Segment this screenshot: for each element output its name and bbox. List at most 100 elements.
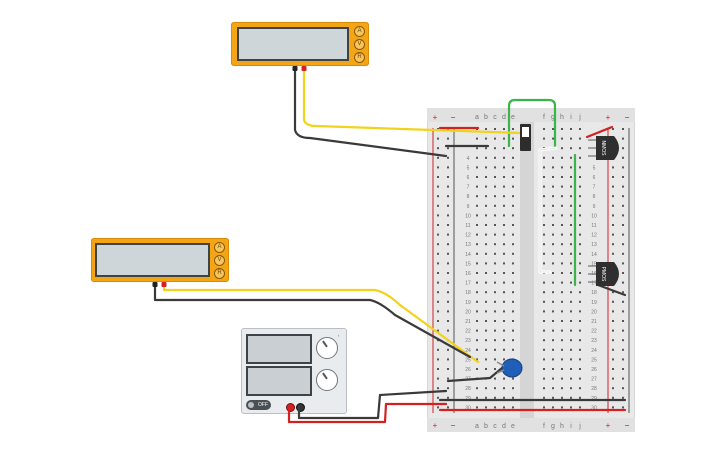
hole[interactable] [552,291,554,294]
hole[interactable] [512,233,514,236]
hole[interactable] [561,252,563,255]
hole[interactable] [485,387,487,390]
rail-hole[interactable] [447,368,449,370]
hole[interactable] [512,137,514,140]
power-off-button[interactable]: OFF [246,400,271,410]
meter-probe-jack[interactable] [292,66,298,71]
hole[interactable] [543,156,545,159]
rail-hole[interactable] [437,147,439,150]
hole[interactable] [476,262,478,265]
hole[interactable] [503,339,505,342]
rail-hole[interactable] [622,176,624,178]
hole[interactable] [543,329,545,332]
hole[interactable] [503,166,505,169]
hole[interactable] [503,291,505,294]
hole[interactable] [503,272,505,274]
hole[interactable] [494,128,496,130]
hole[interactable] [485,368,487,370]
rail-hole[interactable] [437,204,439,207]
hole[interactable] [579,387,581,390]
hole[interactable] [476,204,478,207]
hole[interactable] [503,128,505,130]
rail-hole[interactable] [622,262,624,265]
hole[interactable] [543,166,545,169]
power-supply-negative-jack[interactable] [296,403,305,412]
hole[interactable] [512,214,514,217]
rail-hole[interactable] [447,233,449,236]
hole[interactable] [543,262,545,265]
hole[interactable] [552,128,554,130]
hole[interactable] [503,348,505,351]
hole[interactable] [561,387,563,390]
rail-hole[interactable] [622,348,624,351]
hole[interactable] [512,166,514,169]
hole[interactable] [570,195,572,198]
hole[interactable] [552,396,554,399]
hole[interactable] [476,176,478,178]
hole[interactable] [570,156,572,159]
hole[interactable] [579,358,581,361]
rail-hole[interactable] [612,358,614,361]
rail-hole[interactable] [447,310,449,313]
rail-hole[interactable] [447,358,449,361]
rail-hole[interactable] [612,377,614,380]
hole[interactable] [512,281,514,284]
hole[interactable] [485,310,487,313]
hole[interactable] [570,128,572,130]
hole[interactable] [494,329,496,332]
hole[interactable] [503,358,505,361]
hole[interactable] [494,406,496,409]
hole[interactable] [503,243,505,246]
hole[interactable] [570,300,572,303]
hole[interactable] [552,368,554,370]
rail-hole[interactable] [437,176,439,178]
rail-hole[interactable] [447,320,449,322]
rail-hole[interactable] [622,166,624,169]
hole[interactable] [543,377,545,380]
hole[interactable] [543,185,545,188]
hole[interactable] [494,243,496,246]
hole[interactable] [570,368,572,370]
rail-hole[interactable] [437,358,439,361]
hole[interactable] [512,348,514,351]
hole[interactable] [570,185,572,188]
hole[interactable] [552,320,554,322]
rail-hole[interactable] [622,233,624,236]
hole[interactable] [503,147,505,150]
rail-hole[interactable] [612,320,614,322]
black-jumper-pmos[interactable] [596,283,627,297]
hole[interactable] [476,281,478,284]
top-meter-black-lead[interactable] [293,66,448,158]
rail-hole[interactable] [437,137,439,140]
hole[interactable] [476,185,478,188]
rail-hole[interactable] [437,348,439,351]
hole[interactable] [494,185,496,188]
hole[interactable] [543,320,545,322]
psu-black-lead[interactable] [297,389,448,420]
hole[interactable] [512,243,514,246]
rail-hole[interactable] [622,310,624,313]
hole[interactable] [570,166,572,169]
power-supply[interactable]: ▪ OFF [241,328,347,414]
hole[interactable] [494,320,496,322]
hole[interactable] [552,156,554,159]
slide-switch[interactable] [520,124,531,151]
hole[interactable] [561,320,563,322]
hole[interactable] [552,176,554,178]
hole[interactable] [543,243,545,246]
hole[interactable] [561,396,563,399]
hole[interactable] [485,224,487,226]
rail-hole[interactable] [437,185,439,188]
hole[interactable] [512,272,514,274]
hole[interactable] [485,252,487,255]
hole[interactable] [476,406,478,409]
hole[interactable] [552,387,554,390]
hole[interactable] [512,262,514,265]
hole[interactable] [579,243,581,246]
rail-hole[interactable] [447,176,449,178]
rail-hole[interactable] [612,396,614,399]
hole[interactable] [552,329,554,332]
rail-hole[interactable] [437,195,439,198]
hole[interactable] [543,137,545,140]
hole[interactable] [485,176,487,178]
